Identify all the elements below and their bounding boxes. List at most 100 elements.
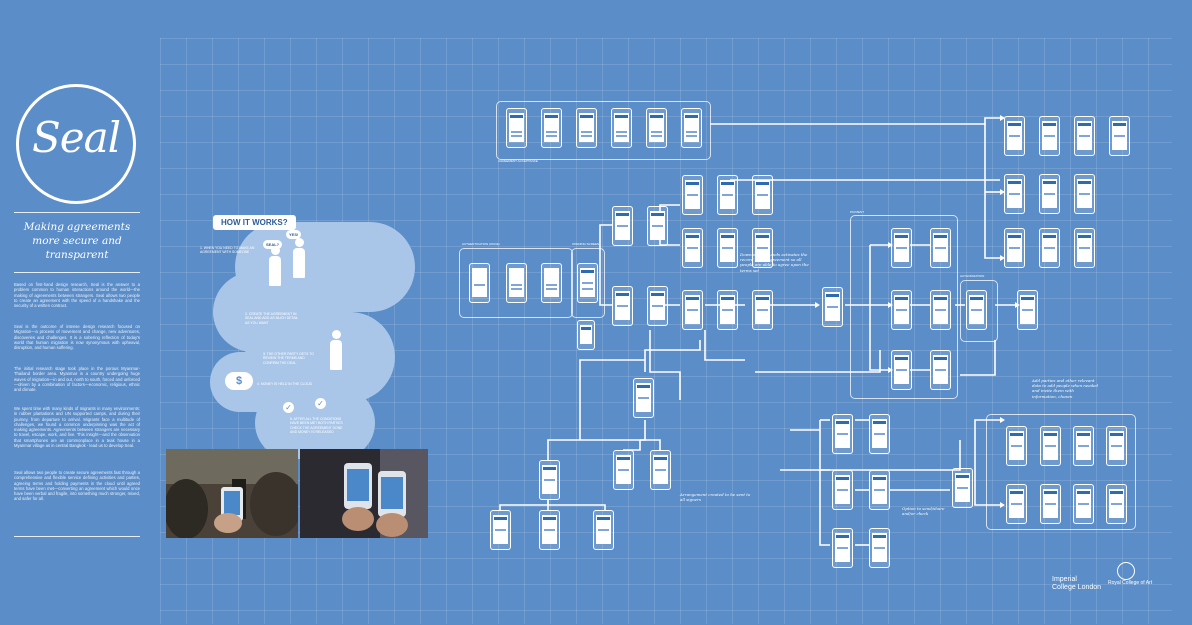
step-5: 5. AFTER ALL THE CONDITIONS HAVE BEEN ME…: [290, 417, 343, 435]
seal-logo: Seal: [16, 84, 136, 204]
intro-paragraph: Seal allows two people to create secure …: [14, 470, 140, 502]
screen-phone: [541, 263, 562, 303]
tagline: Making agreements more secure and transp…: [23, 221, 131, 261]
screen-phone: [1106, 484, 1127, 524]
screen-phone: [1004, 116, 1025, 156]
screen-phone: [869, 414, 890, 454]
group-payment: [850, 215, 958, 399]
speech-bubble-seal: SEAL?: [263, 240, 283, 249]
screen-phone: [682, 290, 703, 330]
group-label: AUTHORIZATION: [960, 274, 985, 278]
divider: [14, 212, 140, 213]
rca-crest-icon: [1117, 562, 1135, 580]
screen-phone: [576, 108, 597, 148]
screen-phone: [1074, 116, 1095, 156]
group-authorization: [960, 280, 998, 342]
screen-phone: [1109, 116, 1130, 156]
cloud-shape: [255, 387, 375, 459]
annotation: Downloading hands activates the record i…: [740, 252, 809, 273]
group-final-screens: [986, 414, 1136, 530]
screen-phone: [681, 108, 702, 148]
screen-phone: [1073, 484, 1094, 524]
screen-phone: [832, 470, 853, 510]
annotation: Add parties and other relevant data to a…: [1032, 378, 1099, 399]
screen-phone: [1006, 484, 1027, 524]
screen-phone: [490, 510, 511, 550]
screen-phone: [752, 290, 773, 330]
group-authentication: [459, 248, 573, 318]
screen-phone: [752, 228, 773, 268]
person-icon: [269, 246, 281, 286]
group-opening-screen: [571, 248, 605, 318]
screen-phone: [646, 108, 667, 148]
group-agreement-acceptance: [496, 101, 711, 160]
screen-phone: [577, 320, 595, 350]
screen-phone: [891, 290, 912, 330]
screen-phone: [541, 108, 562, 148]
screen-phone: [1039, 228, 1060, 268]
annotation: Option to send/share and/or check: [902, 506, 945, 517]
divider: [14, 272, 140, 273]
screen-phone: [1004, 228, 1025, 268]
screen-phone: [891, 228, 912, 268]
screen-phone: [752, 175, 773, 215]
screen-phone: [930, 290, 951, 330]
screen-phone: [891, 350, 912, 390]
screen-phone: [612, 286, 633, 326]
step-3: 3. THE OTHER PARTY GETS TO REVIEW THE TE…: [263, 352, 314, 365]
screen-phone: [930, 228, 951, 268]
screen-phone: [612, 206, 633, 246]
screen-phone: [717, 175, 738, 215]
divider: [14, 536, 140, 537]
person-icon: [293, 238, 305, 278]
screen-phone: [952, 468, 973, 508]
step-4: 4. MONEY IS HELD IN THE CLOUD: [257, 382, 313, 386]
group-label: PAYMENT: [850, 210, 865, 214]
screen-phone: [506, 108, 527, 148]
screen-phone: [682, 228, 703, 268]
how-it-works-panel: HOW IT WORKS? YES! SEAL? 1. WHEN YOU NEE…: [165, 212, 433, 462]
screen-phone: [822, 287, 843, 327]
photo-phone-street: [166, 449, 298, 538]
how-it-works-title: HOW IT WORKS?: [213, 215, 296, 230]
intro-paragraph: Seal is the outcome of intense design re…: [14, 324, 140, 351]
screen-phone: [1074, 174, 1095, 214]
screen-phone: [633, 378, 654, 418]
screen-phone: [966, 290, 987, 330]
screen-phone: [1004, 174, 1025, 214]
screen-phone: [647, 206, 668, 246]
screen-phone: [611, 108, 632, 148]
screen-phone: [539, 510, 560, 550]
screen-phone: [1039, 174, 1060, 214]
intro-paragraph: The initial research stage took place in…: [14, 366, 140, 393]
step-1: 1. WHEN YOU NEED TO MAKE AN AGREEMENT WI…: [200, 246, 255, 255]
screen-phone: [650, 450, 671, 490]
screen-phone: [1017, 290, 1038, 330]
cloud-money-icon: $: [225, 372, 253, 390]
screen-phone: [832, 414, 853, 454]
intro-paragraph: We spent time with many kinds of migrant…: [14, 406, 140, 449]
screen-phone: [832, 528, 853, 568]
screen-phone: [1040, 426, 1061, 466]
screen-phone: [869, 470, 890, 510]
screen-phone: [1074, 228, 1095, 268]
screen-phone: [1073, 426, 1094, 466]
screen-phone: [1039, 116, 1060, 156]
check-icon: ✓: [315, 398, 326, 409]
imperial-college-logo: Imperial College London: [1052, 576, 1102, 591]
group-label: AGREEMENT ACCEPTANCE: [498, 159, 538, 163]
screen-phone: [1040, 484, 1061, 524]
step-2: 2. CREATE THE AGREEMENT IN SEAL AND ADD …: [245, 312, 299, 325]
group-label: OPENING SCREEN: [572, 242, 600, 246]
screen-phone: [1106, 426, 1127, 466]
check-icon: ✓: [283, 402, 294, 413]
screen-phone: [930, 350, 951, 390]
screen-phone: [469, 263, 490, 303]
intro-paragraph: Based on first-hand design research, Sea…: [14, 282, 140, 309]
screen-phone: [682, 175, 703, 215]
screen-phone: [869, 528, 890, 568]
person-icon: [330, 330, 342, 370]
screen-phone: [593, 510, 614, 550]
